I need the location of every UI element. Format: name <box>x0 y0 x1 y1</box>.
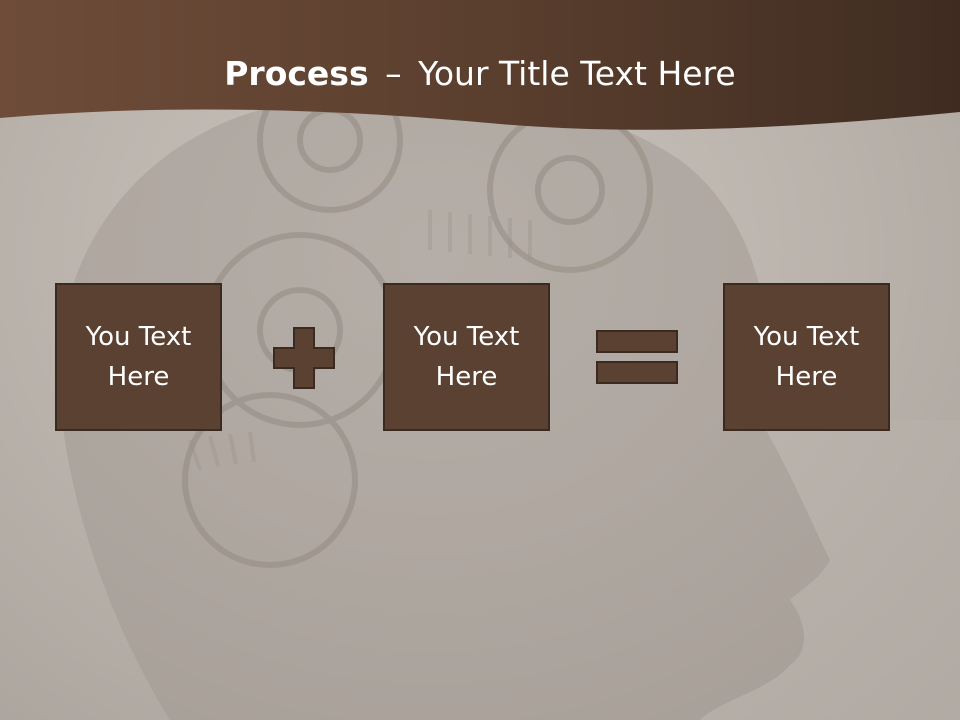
header-band <box>0 0 960 130</box>
text-box-2[interactable]: You Text Here <box>383 283 550 431</box>
face-profile-shadow <box>700 420 960 720</box>
equals-icon <box>596 330 678 384</box>
text-box-1-label: You Text Here <box>85 322 192 392</box>
gear-teeth <box>188 210 532 471</box>
title-separator: – <box>385 54 402 93</box>
title-bold-part: Process <box>224 54 369 93</box>
text-box-1[interactable]: You Text Here <box>55 283 222 431</box>
plus-icon <box>273 327 335 389</box>
text-box-3-label: You Text Here <box>753 322 860 392</box>
title-rest-part: Your Title Text Here <box>418 54 736 93</box>
slide-title: Process – Your Title Text Here <box>0 52 960 96</box>
text-box-2-label: You Text Here <box>413 322 520 392</box>
text-box-3[interactable]: You Text Here <box>723 283 890 431</box>
